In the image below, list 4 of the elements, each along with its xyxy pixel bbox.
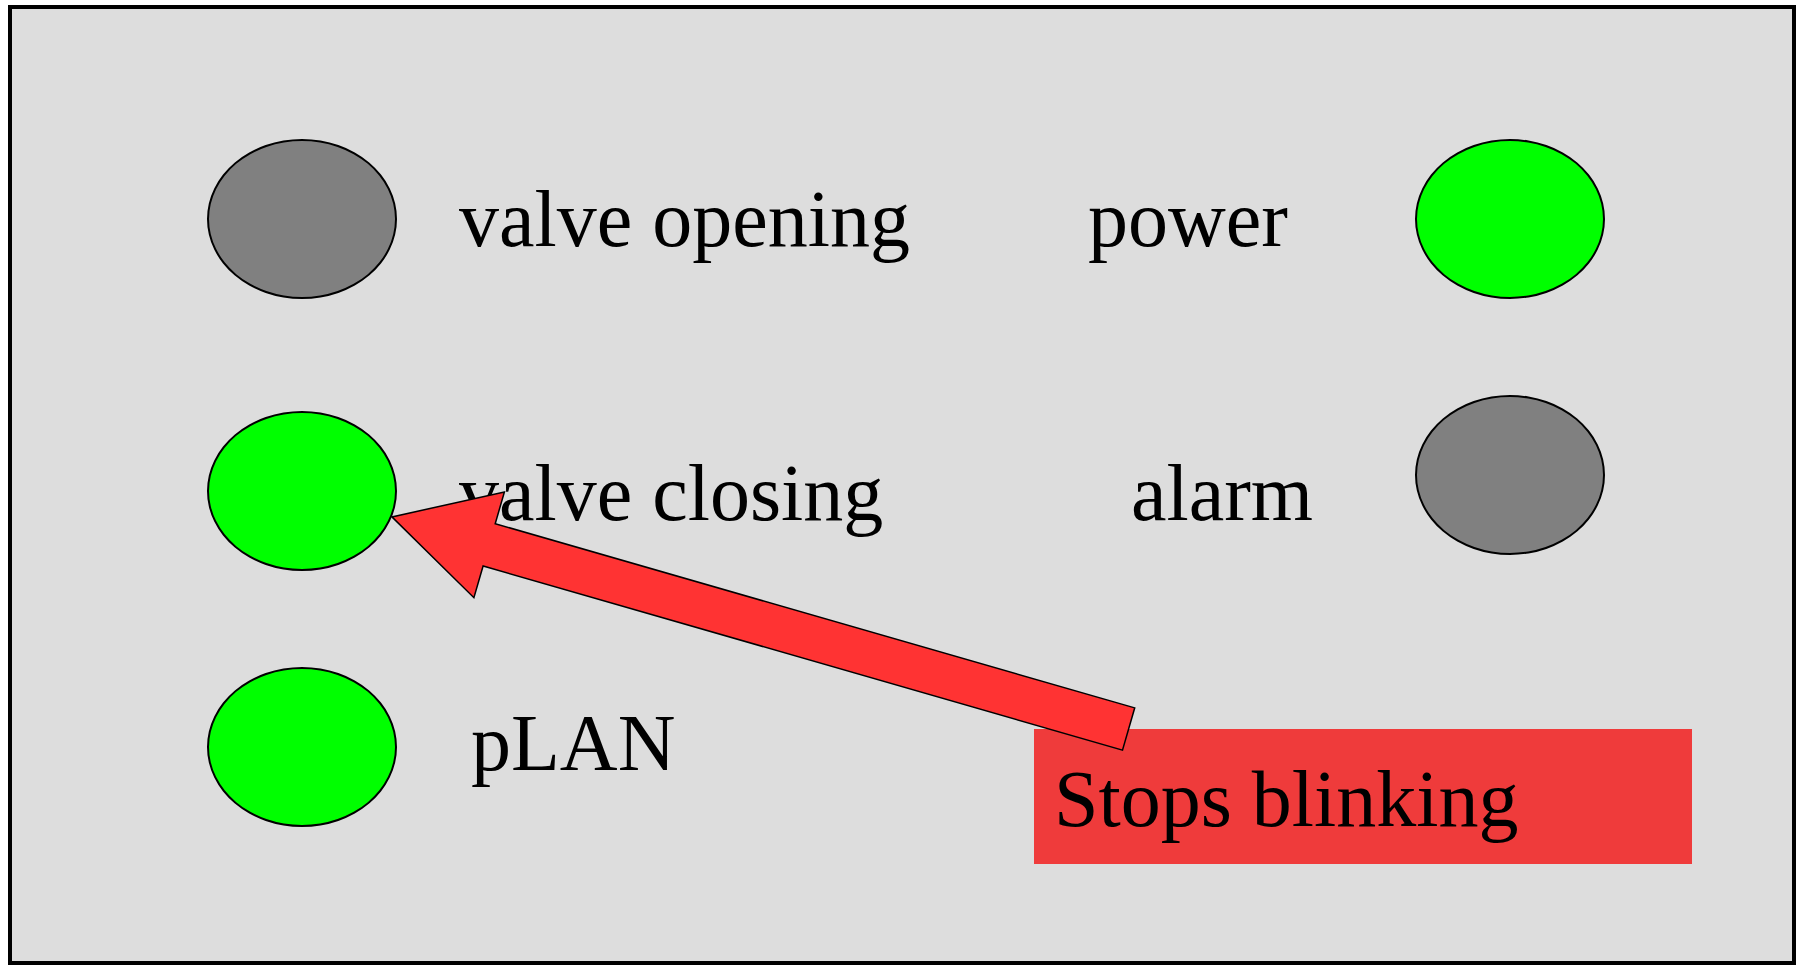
arrow bbox=[390, 491, 1136, 752]
control-panel bbox=[8, 5, 1796, 965]
callout-box bbox=[1034, 729, 1692, 864]
indicator-label: alarm bbox=[1130, 453, 1313, 533]
